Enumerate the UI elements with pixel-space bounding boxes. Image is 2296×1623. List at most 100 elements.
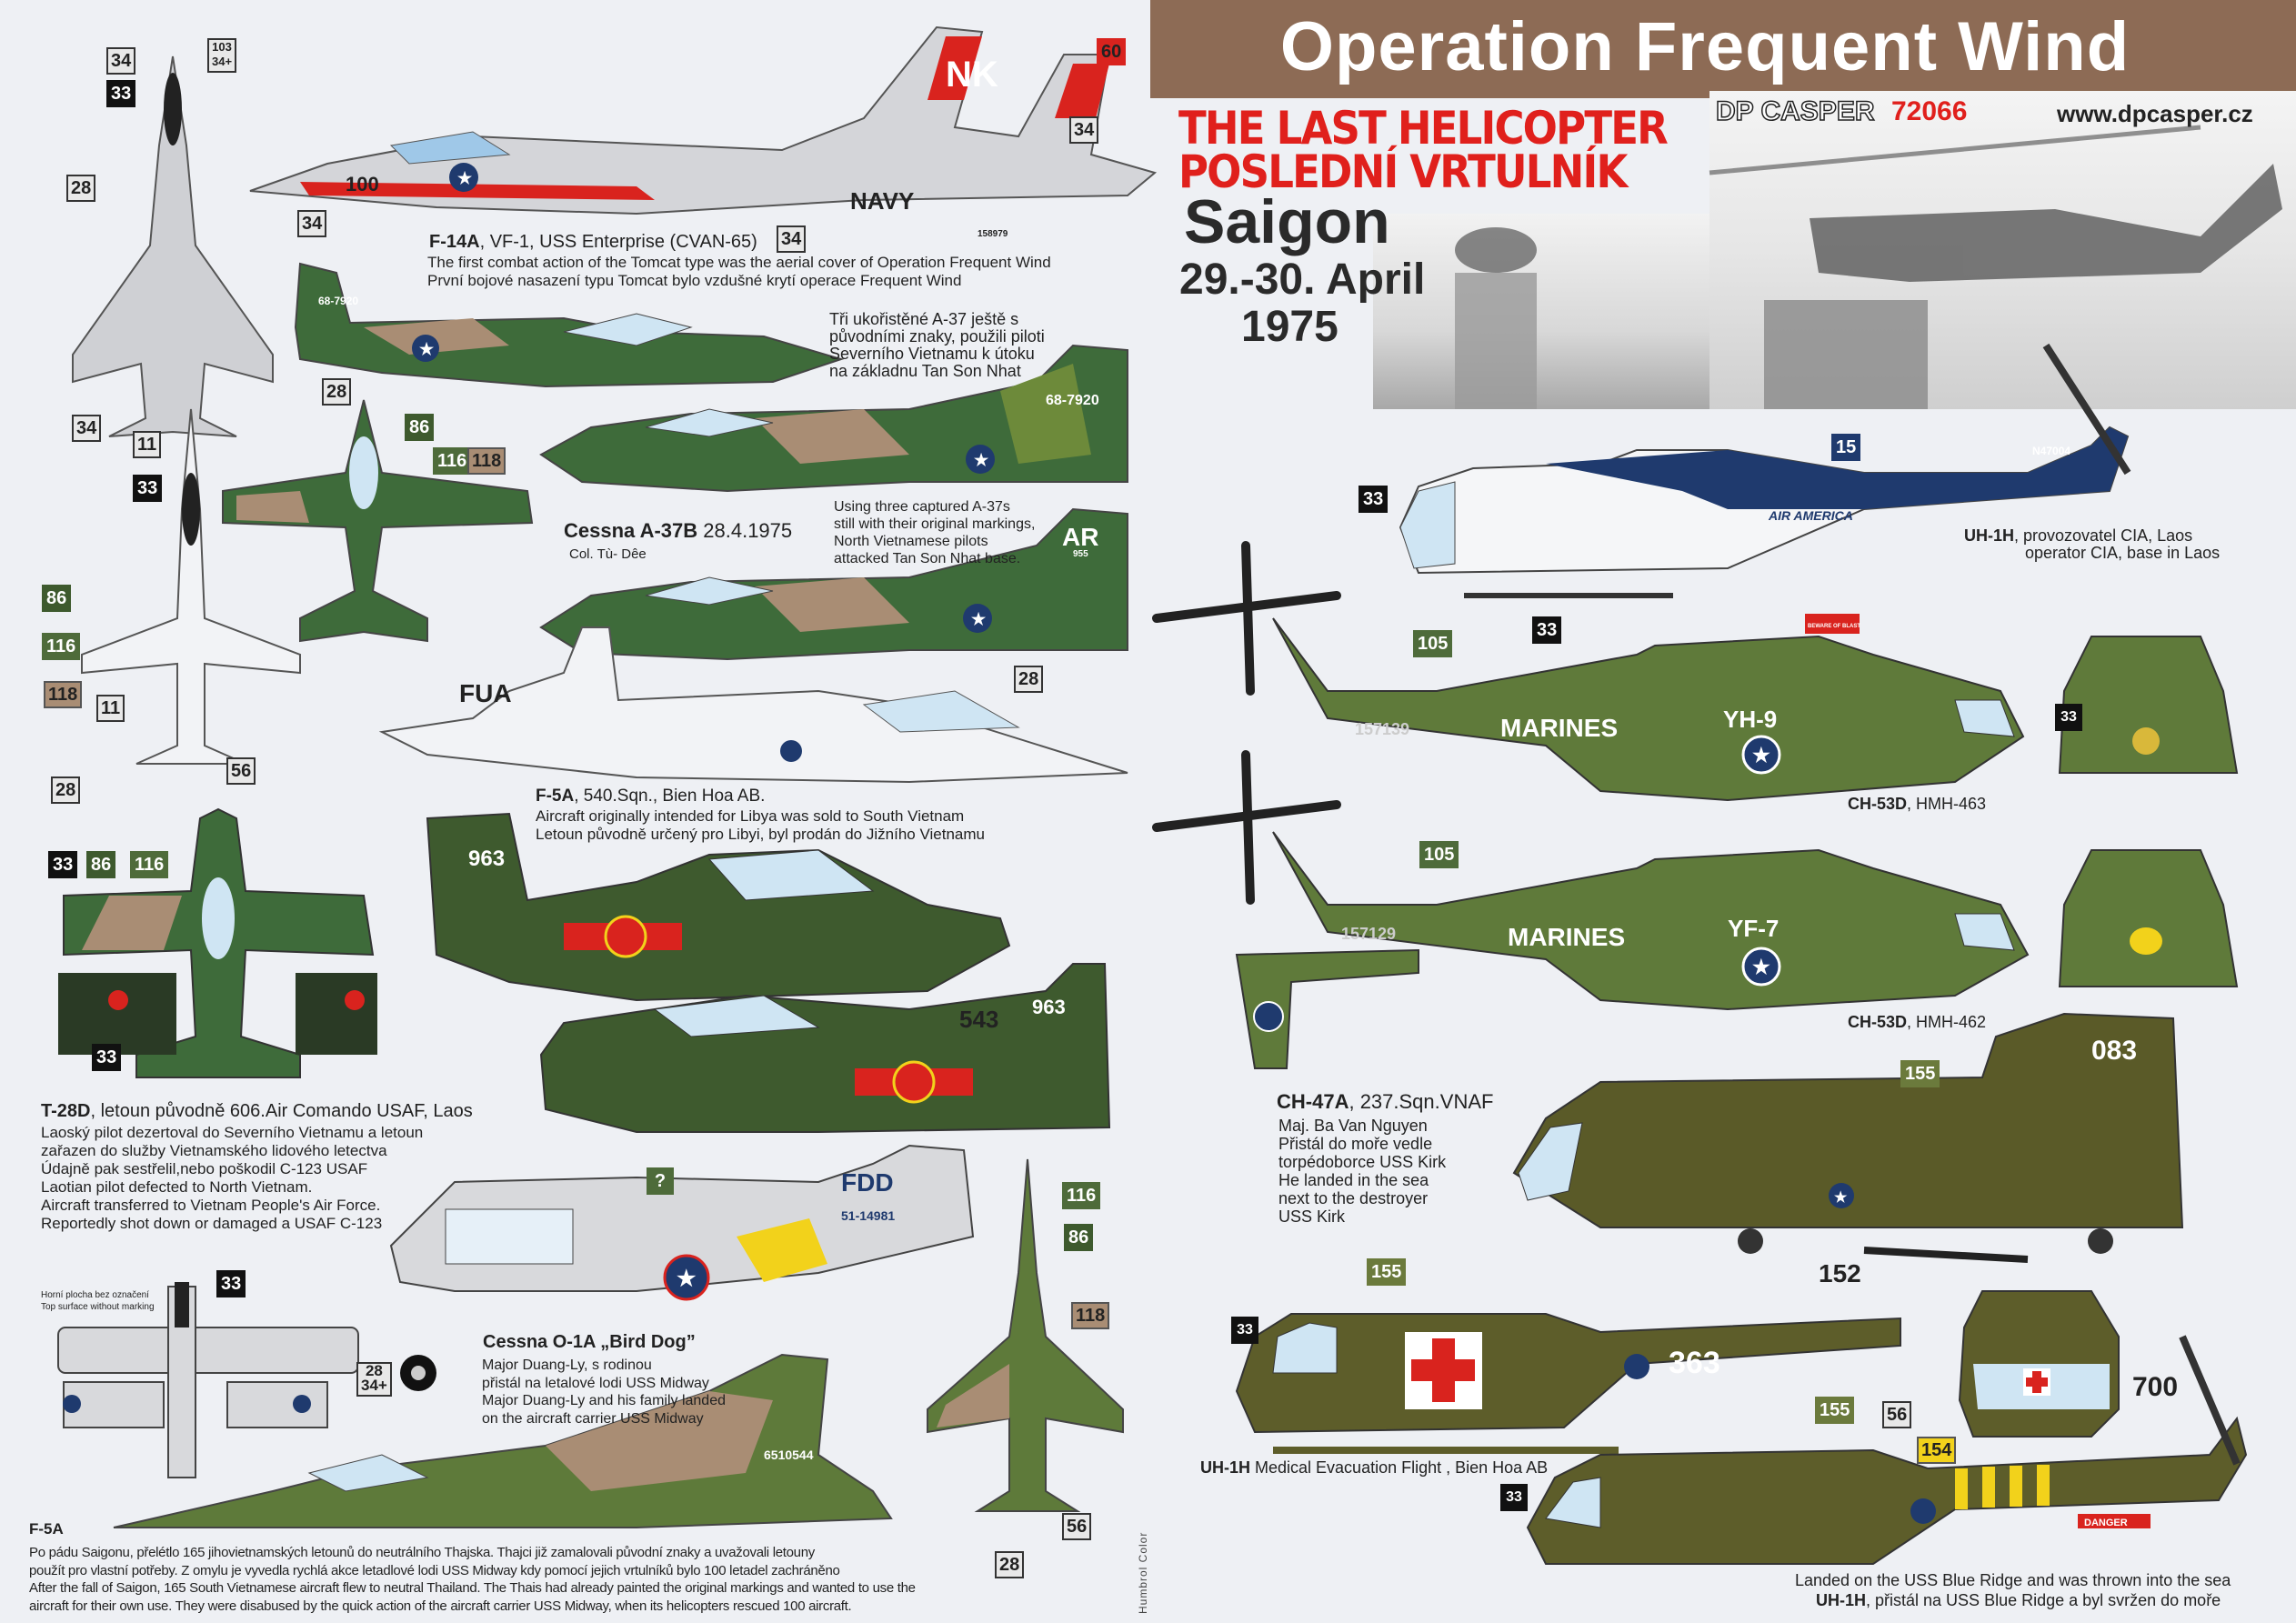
photo-content — [1455, 125, 2282, 409]
serial-marking: 363 — [1669, 1346, 1720, 1380]
marines-marking: MARINES — [1508, 923, 1625, 951]
ch53d-hmh463: ★ MARINES YH-9 157139 BEWARE OF BLAST — [1152, 541, 2025, 802]
a37-side-view-3: ★ AR 955 — [539, 507, 1128, 661]
f14-caption-title: F-14A, VF-1, USS Enterprise (CVAN-65) — [429, 231, 757, 253]
paint-badge: 28 — [51, 776, 81, 804]
blue-ridge-title: UH-1H — [1816, 1591, 1867, 1609]
serial-marking: 955 — [1073, 549, 1088, 559]
f5a-bottom-title: F-5A — [29, 1520, 64, 1538]
page-title: Operation Frequent Wind — [1279, 8, 2131, 85]
ch53-463-title: CH-53D — [1848, 795, 1908, 813]
paint-badge: 34 — [72, 415, 102, 442]
paint-badge: 116 — [433, 447, 472, 475]
f5a-side-view: FUA — [378, 626, 1128, 784]
paint-badge: 33 — [106, 80, 136, 107]
paint-badge: 60 — [1097, 38, 1127, 65]
paint-badge: 155 — [1815, 1397, 1855, 1424]
t28-title: T-28D — [41, 1101, 91, 1121]
website-link[interactable]: www.dpcasper.cz — [2057, 100, 2253, 127]
paint-badge: 33 — [133, 475, 163, 502]
uh1-cia-subtitle: , provozovatel CIA, Laos — [2014, 526, 2193, 545]
paint-badge: 56 — [1062, 1513, 1092, 1540]
f14-subtitle: , VF-1, USS Enterprise (CVAN-65) — [479, 232, 757, 252]
registration-marking: N47004 — [2032, 445, 2070, 457]
brand-logo: DP CASPER — [1715, 95, 1875, 127]
uh1-cia-caption-title: UH-1H, provozovatel CIA, Laos — [1964, 525, 2192, 546]
paint-badge: 155 — [1900, 1060, 1940, 1087]
serial-marking: 157139 — [1355, 720, 1409, 738]
tail-code-marking: AR — [1062, 523, 1098, 551]
paint-badge: 116 — [1062, 1182, 1101, 1209]
svg-text:★: ★ — [1752, 744, 1770, 766]
serial-marking: 543 — [959, 1006, 998, 1033]
tail-code-marking: NK — [946, 55, 998, 95]
serial-marking: 6510544 — [764, 1448, 814, 1462]
header-bar — [1150, 0, 2296, 98]
paint-badge: 15 — [1831, 434, 1861, 461]
product-code: 72066 — [1891, 96, 1968, 126]
ch53-462-title: CH-53D — [1848, 1013, 1908, 1031]
ch53d-front-view-2 — [2058, 849, 2239, 987]
marines-marking: MARINES — [1500, 714, 1618, 742]
paint-badge: 28 — [322, 378, 352, 406]
f14-side-view: ★ NK NAVY 100 158979 — [249, 25, 1158, 239]
serial-marking: 68-7920 — [318, 295, 358, 307]
paint-badge: 33 — [1500, 1484, 1528, 1511]
t28-subtitle: , letoun původně 606.Air Comando USAF, L… — [90, 1101, 473, 1121]
a37-description-cz: Tři ukořistěné A-37 ještě s původními zn… — [829, 310, 1045, 380]
date-title: 29.-30. April — [1179, 255, 1426, 304]
paint-badge: 28 — [995, 1551, 1025, 1578]
svg-text:★: ★ — [419, 340, 435, 358]
f5a-camo-top-view — [927, 1158, 1124, 1512]
svg-text:★: ★ — [677, 1267, 697, 1291]
ch47-description: Maj. Ba Van Nguyen Přistál do moře vedle… — [1278, 1117, 1447, 1226]
a37-description-en: Using three captured A-37s still with th… — [834, 499, 1036, 566]
a37-caption-title: Cessna A-37B 28.4.1975 — [564, 520, 792, 542]
fua-marking: FUA — [459, 679, 512, 707]
ch53-462-subtitle: , HMH-462 — [1907, 1013, 1987, 1031]
uh1-cia-description: operator CIA, base in Laos — [2025, 544, 2221, 562]
serial-marking: 152 — [1819, 1259, 1861, 1287]
f5a-description: Aircraft originally intended for Libya w… — [536, 807, 985, 843]
fdd-marking: FDD — [841, 1168, 894, 1197]
paint-badge: 11 — [133, 431, 162, 458]
ch47-subtitle: , 237.Sqn.VNAF — [1349, 1090, 1494, 1113]
paint-badge: 33 — [1532, 616, 1562, 644]
a37-date: 28.4.1975 — [703, 519, 793, 542]
medevac-caption: UH-1H Medical Evacuation Flight , Bien H… — [1200, 1457, 1548, 1478]
paint-badge: ? — [647, 1167, 674, 1195]
paint-badge: 86 — [86, 851, 116, 878]
a37-side-view-2: ★ 68-7920 — [539, 344, 1128, 493]
paint-badge: 116 — [42, 633, 81, 660]
air-america-marking: AIR AMERICA — [1768, 508, 1853, 523]
blue-ridge-caption: UH-1H, přistál na USS Blue Ridge a byl s… — [1816, 1589, 2221, 1611]
paint-badge: 56 — [1882, 1401, 1912, 1428]
paint-badge: 11 — [96, 695, 125, 722]
serial-marking: 083 — [2091, 1036, 2137, 1066]
paint-badge: 34 — [297, 210, 327, 237]
blue-ridge-description-en: Landed on the USS Blue Ridge and was thr… — [1795, 1571, 2231, 1589]
paint-badge: 86 — [405, 414, 435, 441]
serial-marking: 157129 — [1341, 925, 1396, 943]
svg-text:★: ★ — [971, 610, 987, 628]
city-title: Saigon — [1184, 187, 1390, 256]
f5a-title: F-5A — [536, 786, 575, 806]
tail-number-marking: 963 — [468, 847, 505, 871]
paint-badge: 118 — [44, 681, 83, 708]
paint-badge: 116 — [130, 851, 169, 878]
f14-description: The first combat action of the Tomcat ty… — [427, 254, 1051, 289]
paint-badge: 33 — [2055, 704, 2082, 731]
a37-title: Cessna A-37B — [564, 519, 698, 542]
blue-ridge-subtitle: , přistál na USS Blue Ridge a byl svržen… — [1866, 1591, 2221, 1609]
paint-badge: 34 — [106, 47, 136, 75]
ch53d-hmh462: ★ MARINES YF-7 157129 — [1152, 750, 2030, 1011]
svg-text:★: ★ — [974, 451, 989, 469]
paint-badge: 33 — [92, 1044, 122, 1071]
ch53-463-subtitle: , HMH-463 — [1907, 795, 1987, 813]
uh1-front-view: 700 — [1958, 1290, 2178, 1438]
subtitle-en: THE LAST HELICOPTER — [1178, 102, 1669, 155]
tail-code-marking: YH-9 — [1723, 706, 1777, 733]
ch53-463-caption: CH-53D, HMH-463 — [1848, 793, 1986, 815]
a37-side-view-1: ★ 68-7920 — [294, 262, 845, 388]
